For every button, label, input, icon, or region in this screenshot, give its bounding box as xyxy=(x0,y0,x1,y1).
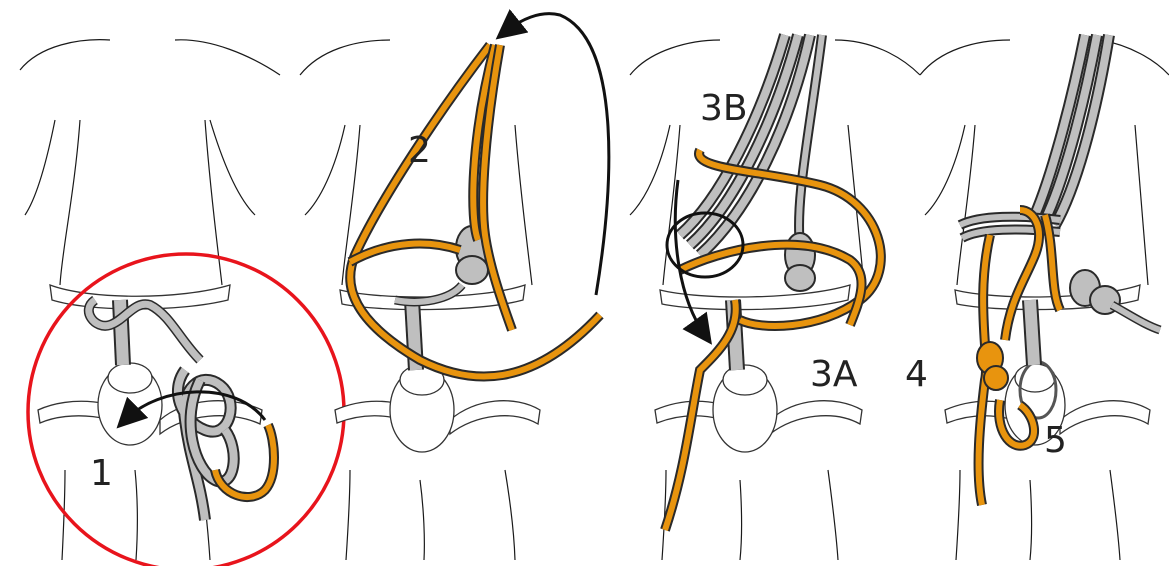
curved-arrow-2 xyxy=(505,14,609,295)
step-label-4: 4 xyxy=(905,354,928,395)
panel-3: 3B 3A xyxy=(630,35,920,560)
panel-4: 4 5 xyxy=(905,35,1169,560)
panel-1: 1 xyxy=(20,40,344,566)
orange-rope-wrap xyxy=(665,150,881,530)
step-label-1: 1 xyxy=(90,453,113,494)
step-label-2: 2 xyxy=(408,130,431,171)
panel-2: 2 xyxy=(300,14,609,560)
step-label-3a: 3A xyxy=(810,354,858,395)
step-label-3b: 3B xyxy=(700,88,748,129)
gray-rope-bundle xyxy=(960,35,1160,365)
orange-rope-loop xyxy=(350,45,600,377)
step-label-5: 5 xyxy=(1044,420,1067,461)
